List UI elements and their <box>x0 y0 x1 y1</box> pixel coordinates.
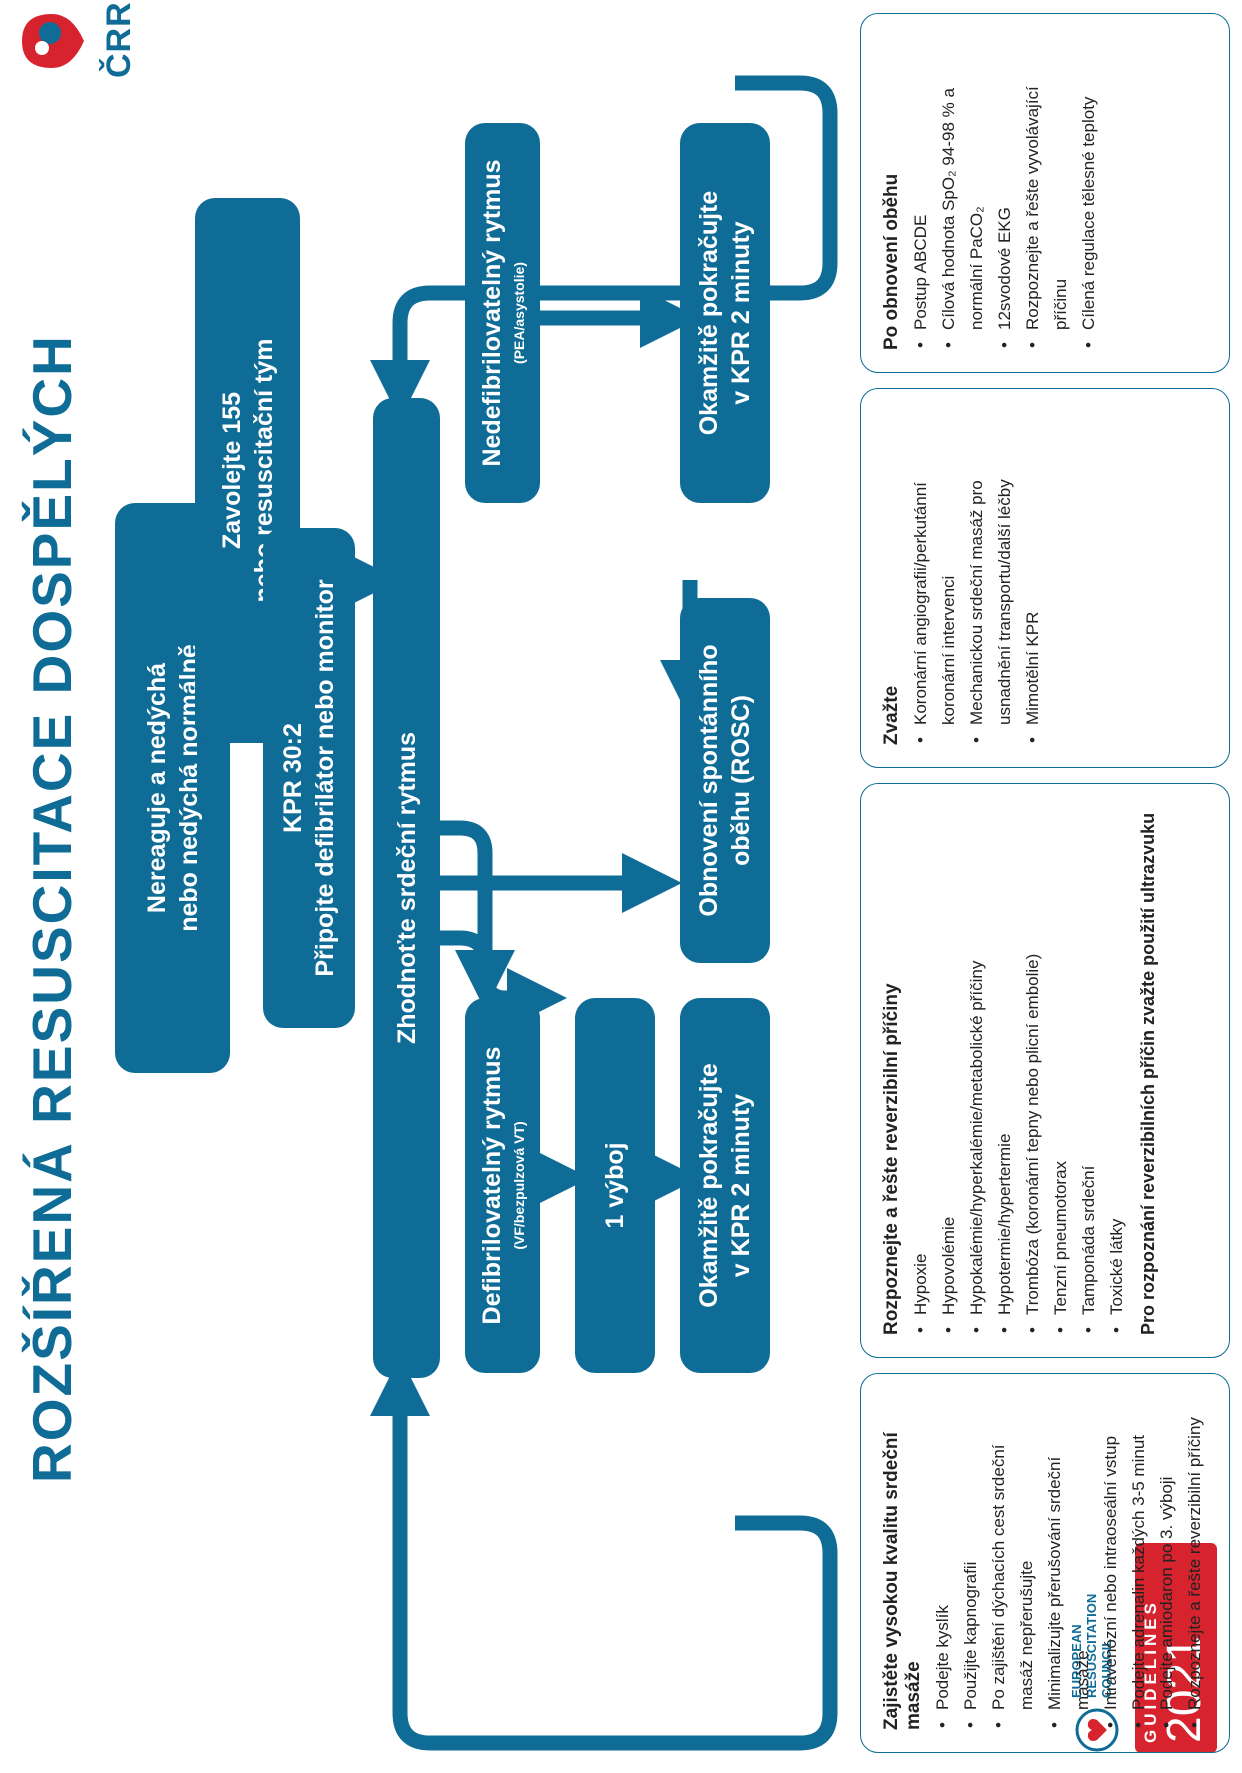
list-item: Rozpoznejte a řešte reverzibilní příčiny <box>1181 1396 1209 1730</box>
list-item: Minimalizujte přerušování srdeční masáže <box>1041 1396 1097 1730</box>
panel-after-rosc: Po obnovení oběhu Postup ABCDE Cílová ho… <box>860 13 1230 373</box>
list-item: Postup ABCDE <box>907 36 935 350</box>
arrow-assess-to-nonshockable <box>440 930 515 1010</box>
box-shockable-title: Defibrilovatelný rytmus <box>478 1046 507 1325</box>
box-continue-left-line-2: v KPR 2 minuty <box>727 1093 755 1278</box>
panel-quality: Zajistěte vysokou kvalitu srdeční masáže… <box>860 1373 1230 1753</box>
panel-causes-list: Hypoxie Hypovolémie Hypokalémie/hyperkal… <box>907 806 1131 1335</box>
list-item: Intravenózní nebo intraoseální vstup <box>1097 1396 1125 1730</box>
crr-logo: ČRR <box>12 1 138 78</box>
box-nonshockable: Nedefibrilovatelný rytmus (PEA/asystolie… <box>465 123 540 503</box>
panel-after-rosc-list: Postup ABCDE Cílová hodnota SpO₂ 94-98 %… <box>907 36 1103 350</box>
box-shock-text: 1 výboj <box>601 1142 629 1229</box>
loop-right <box>370 75 838 420</box>
list-item: Rozpoznejte a řešte vyvolávající příčinu <box>1019 36 1075 350</box>
list-item: Po zajištění dýchacích cest srdeční masá… <box>985 1396 1041 1730</box>
list-item: 12svodové EKG <box>991 36 1019 350</box>
list-item: Podejte adrenalin každých 3-5 minut <box>1125 1396 1153 1730</box>
box-shockable-sub: (VF/bezpulzová VT) <box>511 1121 528 1250</box>
box-cpr-line-1: KPR 30:2 <box>279 723 307 833</box>
box-shockable: Defibrilovatelný rytmus (VF/bezpulzová V… <box>465 998 540 1373</box>
list-item: Cílená regulace tělesné teploty <box>1075 36 1103 350</box>
panel-quality-heading: Zajistěte vysokou kvalitu srdeční masáže <box>881 1432 924 1730</box>
box-rosc-line-2: oběhu (ROSC) <box>727 695 755 866</box>
box-shock: 1 výboj <box>575 998 655 1373</box>
list-item: Hypoxie <box>907 806 935 1335</box>
list-item: Podejte kyslík <box>929 1396 957 1730</box>
list-item: Tenzní pneumotorax <box>1047 806 1075 1335</box>
list-item: Koronární angiografii/perkutánní koronár… <box>907 411 963 745</box>
page-title: ROZŠÍŘENÁ RESUSCITACE DOSPĚLÝCH <box>21 334 83 1483</box>
box-unresponsive-line-1: Nereaguje a nedýchá <box>142 662 171 914</box>
list-item: Použijte kapnografii <box>957 1396 985 1730</box>
box-continue-right: Okamžitě pokračujte v KPR 2 minuty <box>680 123 770 503</box>
box-assess-text: Zhodnoťte srdeční rytmus <box>392 732 421 1045</box>
panel-causes-heading: Rozpoznejte a řešte reverzibilní příčiny <box>881 983 902 1335</box>
list-item: Podejte amiodaron po 3. výboji <box>1153 1396 1181 1730</box>
loop-left <box>370 1356 838 1751</box>
panel-after-rosc-heading: Po obnovení oběhu <box>881 173 902 350</box>
list-item: Hypotermie/hypertermie <box>991 806 1019 1335</box>
panel-causes: Rozpoznejte a řešte reverzibilní příčiny… <box>860 783 1230 1358</box>
list-item: Mechanickou srdeční masáž pro usnadnění … <box>963 411 1019 745</box>
panel-consider-heading: Zvažte <box>881 685 902 745</box>
box-continue-right-line-2: v KPR 2 minuty <box>727 221 755 405</box>
box-rosc-line-1: Obnovení spontánního <box>695 644 723 917</box>
list-item: Hypovolémie <box>935 806 963 1335</box>
box-cpr-line-2: Připojte defibrilátor nebo monitor <box>311 579 339 977</box>
list-item: Trombóza (koronární tepny nebo plicní em… <box>1019 806 1047 1335</box>
box-continue-left-line-1: Okamžitě pokračujte <box>695 1063 723 1308</box>
list-item: Cílová hodnota SpO₂ 94-98 % a normální P… <box>935 36 991 350</box>
panel-consider-list: Koronární angiografii/perkutánní koronár… <box>907 411 1047 745</box>
box-assess: Zhodnoťte srdeční rytmus <box>373 398 440 1378</box>
box-call-line-1: Zavolejte 155 <box>217 391 246 550</box>
crr-logo-text: ČRR <box>100 1 138 78</box>
panel-consider: Zvažte Koronární angiografii/perkutánní … <box>860 388 1230 768</box>
box-continue-left: Okamžitě pokračujte v KPR 2 minuty <box>680 998 770 1373</box>
box-cpr: KPR 30:2 Připojte defibrilátor nebo moni… <box>263 528 355 1028</box>
box-rosc: Obnovení spontánního oběhu (ROSC) <box>680 598 770 963</box>
crr-mark-icon <box>22 14 84 68</box>
panel-quality-list: Podejte kyslík Použijte kapnografii Po z… <box>929 1396 1209 1730</box>
box-nonshockable-title: Nedefibrilovatelný rytmus <box>478 159 507 467</box>
list-item: Hypokalémie/hyperkalémie/metabolické pří… <box>963 806 991 1335</box>
box-continue-right-line-1: Okamžitě pokračujte <box>695 190 723 436</box>
panel-causes-note: Pro rozpoznání reverzibilních příčin zva… <box>1138 812 1158 1335</box>
box-nonshockable-sub: (PEA/asystolie) <box>511 262 528 364</box>
list-item: Tamponáda srdeční <box>1075 806 1103 1335</box>
list-item: Mimotělní KPR <box>1019 411 1047 745</box>
list-item: Toxické látky <box>1103 806 1131 1335</box>
